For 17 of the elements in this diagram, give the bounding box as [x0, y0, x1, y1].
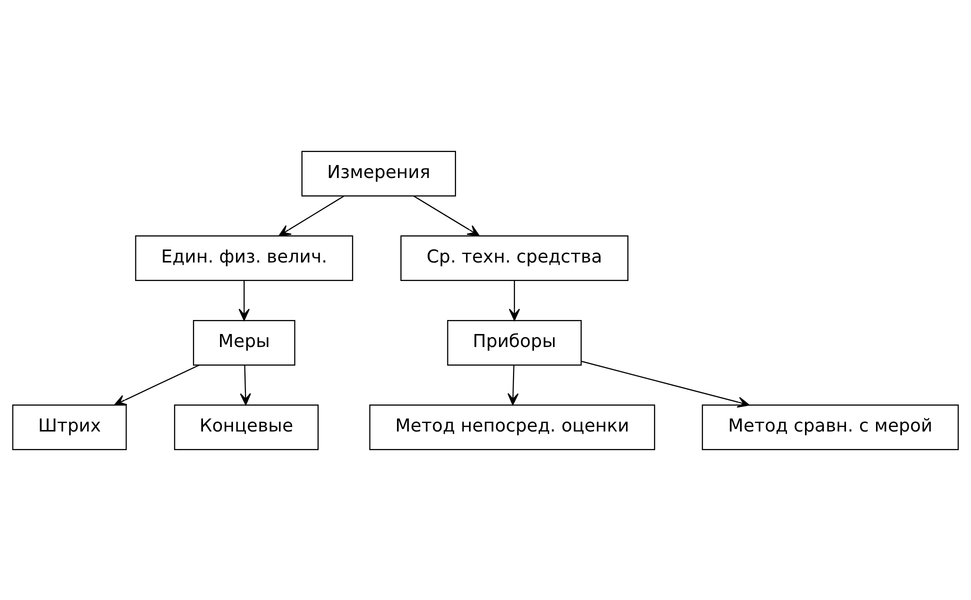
arrow — [238, 280, 250, 320]
node-box: Штрих — [12, 404, 127, 450]
arrow — [508, 280, 520, 320]
node-box: Приборы — [447, 319, 582, 366]
arrow — [508, 364, 519, 405]
arrow — [114, 364, 200, 405]
arrow — [581, 360, 750, 408]
node-box: Концевые — [174, 404, 319, 450]
node-box: Един. физ. велич. — [135, 234, 354, 281]
node-box: Ср. техн. средства — [400, 234, 628, 281]
node-box: Меры — [192, 319, 296, 366]
node-box: Метод сравн. с мерой — [702, 404, 959, 450]
node-box: Метод непосред. оценки — [369, 404, 656, 450]
arrow — [278, 195, 344, 236]
arrow — [413, 195, 480, 236]
node-box: Измерения — [301, 150, 456, 196]
arrow — [240, 364, 252, 405]
